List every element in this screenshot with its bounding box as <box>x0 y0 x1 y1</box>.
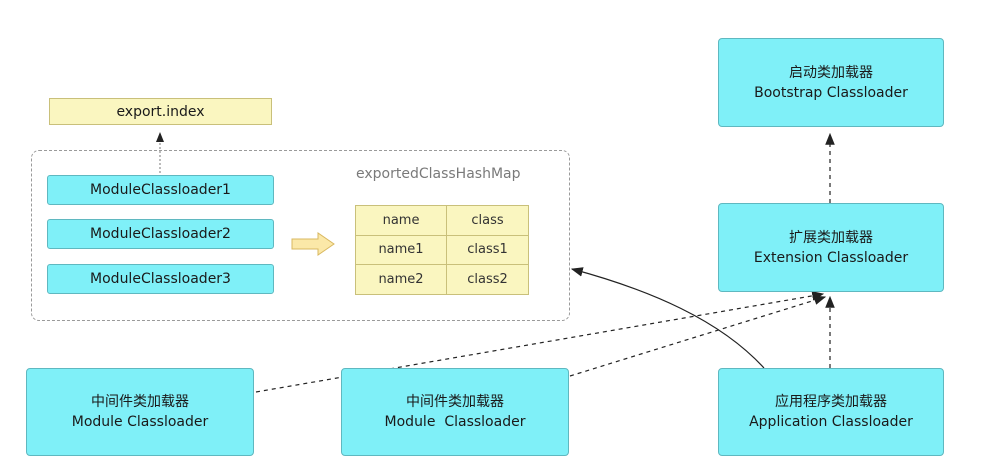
bootstrap-en-label: Bootstrap Classloader <box>754 84 908 101</box>
exported-class-hashmap-title: exportedClassHashMap <box>356 166 521 182</box>
module-classloader-1[interactable]: ModuleClassloader1 <box>47 175 274 205</box>
table-cell: class <box>446 205 529 236</box>
table-row: name1 class1 <box>354 234 529 266</box>
module-group-container <box>31 150 570 321</box>
bootstrap-classloader-box[interactable]: 启动类加载器 Bootstrap Classloader <box>718 38 944 127</box>
arrow-middleware-mid-to-extension <box>569 295 827 377</box>
table-cell: class1 <box>446 234 529 266</box>
application-cn-label: 应用程序类加载器 <box>775 394 887 410</box>
module-classloader-2-label: ModuleClassloader2 <box>90 226 231 242</box>
middleware-left-en-label: Module Classloader <box>71 414 209 430</box>
arrow-application-to-hashmap <box>570 267 765 369</box>
extension-classloader-box[interactable]: 扩展类加载器 Extension Classloader <box>718 203 944 292</box>
table-cell: class2 <box>446 264 529 295</box>
table-cell: name <box>354 205 448 236</box>
module-classloader-3[interactable]: ModuleClassloader3 <box>47 264 274 294</box>
middleware-mid-en-label: Module Classloader <box>384 414 526 430</box>
table-row: name class <box>354 205 529 236</box>
module-classloader-2[interactable]: ModuleClassloader2 <box>47 219 274 249</box>
middleware-mid-cn-label: 中间件类加载器 <box>406 394 504 410</box>
extension-en-label: Extension Classloader <box>753 249 909 266</box>
module-classloader-3-label: ModuleClassloader3 <box>90 271 231 287</box>
exported-class-hashmap-table: name class name1 class1 name2 class2 <box>354 205 529 295</box>
application-classloader-box[interactable]: 应用程序类加载器 Application Classloader <box>718 368 944 456</box>
middleware-left-cn-label: 中间件类加载器 <box>91 394 189 410</box>
extension-cn-label: 扩展类加载器 <box>789 229 873 246</box>
table-cell: name2 <box>354 264 448 295</box>
table-row: name2 class2 <box>354 264 529 295</box>
bootstrap-cn-label: 启动类加载器 <box>789 64 873 81</box>
table-cell: name1 <box>354 234 448 266</box>
middleware-classloader-mid-box[interactable]: 中间件类加载器 Module Classloader <box>341 368 569 456</box>
middleware-classloader-left-box[interactable]: 中间件类加载器 Module Classloader <box>26 368 254 456</box>
export-index-label: export.index <box>116 103 205 120</box>
export-index-box[interactable]: export.index <box>49 98 272 125</box>
hollow-arrow <box>291 232 335 256</box>
application-en-label: Application Classloader <box>749 414 913 430</box>
module-classloader-1-label: ModuleClassloader1 <box>90 182 231 198</box>
